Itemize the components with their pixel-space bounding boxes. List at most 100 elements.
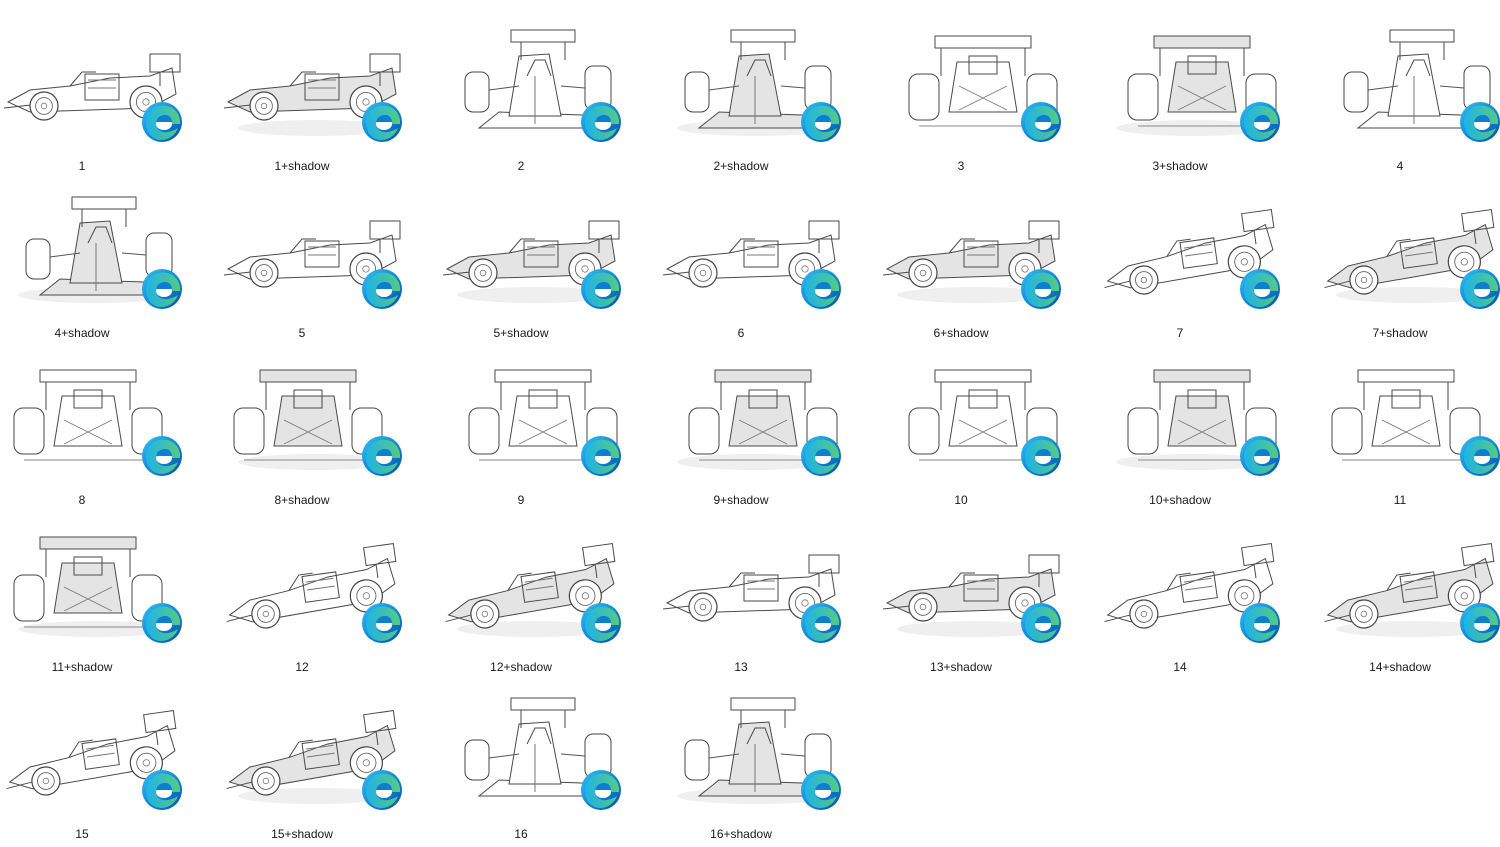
car-thumbnail-image <box>1318 350 1500 480</box>
edge-icon <box>1238 601 1282 645</box>
edge-icon <box>799 434 843 478</box>
file-item[interactable]: 4 <box>1318 10 1500 173</box>
car-thumbnail-image <box>220 350 410 480</box>
file-name-label: 14 <box>1173 660 1187 674</box>
car-thumbnail-image <box>0 16 190 146</box>
file-name-label: 1 <box>78 159 86 173</box>
car-thumbnail-image <box>1098 183 1288 313</box>
car-thumbnail-image <box>220 183 410 313</box>
file-item[interactable]: 7+shadow <box>1318 177 1500 340</box>
car-thumbnail-image <box>879 183 1069 313</box>
file-name-label: 1+shadow <box>274 159 330 173</box>
file-item[interactable]: 10 <box>879 344 1079 507</box>
car-thumbnail-image <box>1318 183 1500 313</box>
file-item[interactable]: 1 <box>0 10 200 173</box>
file-name-label: 13+shadow <box>930 660 992 674</box>
car-thumbnail-image <box>659 16 849 146</box>
car-thumbnail-image <box>0 183 190 313</box>
edge-icon <box>140 434 184 478</box>
file-name-label: 16 <box>514 827 528 841</box>
edge-icon <box>799 768 843 812</box>
file-item[interactable]: 3+shadow <box>1098 10 1298 173</box>
file-name-label: 15+shadow <box>271 827 333 841</box>
file-name-label: 6+shadow <box>933 326 989 340</box>
file-item[interactable]: 8 <box>0 344 200 507</box>
edge-icon <box>1458 100 1500 144</box>
file-item[interactable]: 14+shadow <box>1318 511 1500 674</box>
edge-icon <box>799 267 843 311</box>
edge-icon <box>1019 434 1063 478</box>
file-item[interactable]: 2+shadow <box>659 10 859 173</box>
file-name-label: 9 <box>517 493 525 507</box>
file-item[interactable]: 15 <box>0 678 200 841</box>
edge-icon <box>579 768 623 812</box>
file-item[interactable]: 11 <box>1318 344 1500 507</box>
edge-icon <box>1238 267 1282 311</box>
file-name-label: 14+shadow <box>1369 660 1431 674</box>
edge-icon <box>360 768 404 812</box>
file-item[interactable]: 16 <box>439 678 639 841</box>
edge-icon <box>140 768 184 812</box>
file-item[interactable]: 15+shadow <box>220 678 420 841</box>
edge-icon <box>579 100 623 144</box>
car-thumbnail-image <box>1318 517 1500 647</box>
file-item[interactable]: 13 <box>659 511 859 674</box>
file-item[interactable]: 3 <box>879 10 1079 173</box>
car-thumbnail-image <box>0 517 190 647</box>
file-item[interactable]: 6+shadow <box>879 177 1079 340</box>
car-thumbnail-image <box>439 517 629 647</box>
edge-icon <box>1019 601 1063 645</box>
car-thumbnail-image <box>0 684 190 814</box>
file-item[interactable]: 14 <box>1098 511 1298 674</box>
car-thumbnail-image <box>220 16 410 146</box>
car-thumbnail-image <box>220 684 410 814</box>
edge-icon <box>140 100 184 144</box>
file-item[interactable]: 12 <box>220 511 420 674</box>
file-item[interactable]: 1+shadow <box>220 10 420 173</box>
car-thumbnail-image <box>1098 350 1288 480</box>
file-item[interactable]: 9+shadow <box>659 344 859 507</box>
file-name-label: 12+shadow <box>490 660 552 674</box>
edge-icon <box>1019 100 1063 144</box>
file-name-label: 2+shadow <box>713 159 769 173</box>
edge-icon <box>360 100 404 144</box>
file-name-label: 11+shadow <box>51 660 113 674</box>
car-thumbnail-image <box>1098 517 1288 647</box>
file-item[interactable]: 11+shadow <box>0 511 200 674</box>
file-item[interactable]: 10+shadow <box>1098 344 1298 507</box>
file-item[interactable]: 9 <box>439 344 639 507</box>
file-name-label: 7 <box>1176 326 1184 340</box>
file-item[interactable]: 6 <box>659 177 859 340</box>
car-thumbnail-image <box>1318 16 1500 146</box>
edge-icon <box>1458 267 1500 311</box>
file-name-label: 16+shadow <box>710 827 772 841</box>
edge-icon <box>579 267 623 311</box>
file-name-label: 11 <box>1393 493 1407 507</box>
edge-icon <box>1238 434 1282 478</box>
file-name-label: 4 <box>1396 159 1404 173</box>
file-item[interactable]: 5+shadow <box>439 177 639 340</box>
file-item[interactable]: 4+shadow <box>0 177 200 340</box>
file-name-label: 13 <box>734 660 748 674</box>
file-name-label: 8 <box>78 493 86 507</box>
file-name-label: 8+shadow <box>274 493 330 507</box>
file-item[interactable]: 13+shadow <box>879 511 1079 674</box>
file-item[interactable]: 16+shadow <box>659 678 859 841</box>
edge-icon <box>360 267 404 311</box>
car-thumbnail-image <box>1098 16 1288 146</box>
edge-icon <box>1019 267 1063 311</box>
file-item[interactable]: 8+shadow <box>220 344 420 507</box>
file-name-label: 10+shadow <box>1149 493 1211 507</box>
edge-icon <box>140 601 184 645</box>
car-thumbnail-image <box>0 350 190 480</box>
file-item[interactable]: 7 <box>1098 177 1298 340</box>
edge-icon <box>799 601 843 645</box>
edge-icon <box>799 100 843 144</box>
file-item[interactable]: 12+shadow <box>439 511 639 674</box>
file-name-label: 3+shadow <box>1152 159 1208 173</box>
file-item[interactable]: 2 <box>439 10 639 173</box>
file-name-label: 5 <box>298 326 306 340</box>
edge-icon <box>1458 434 1500 478</box>
file-item[interactable]: 5 <box>220 177 420 340</box>
